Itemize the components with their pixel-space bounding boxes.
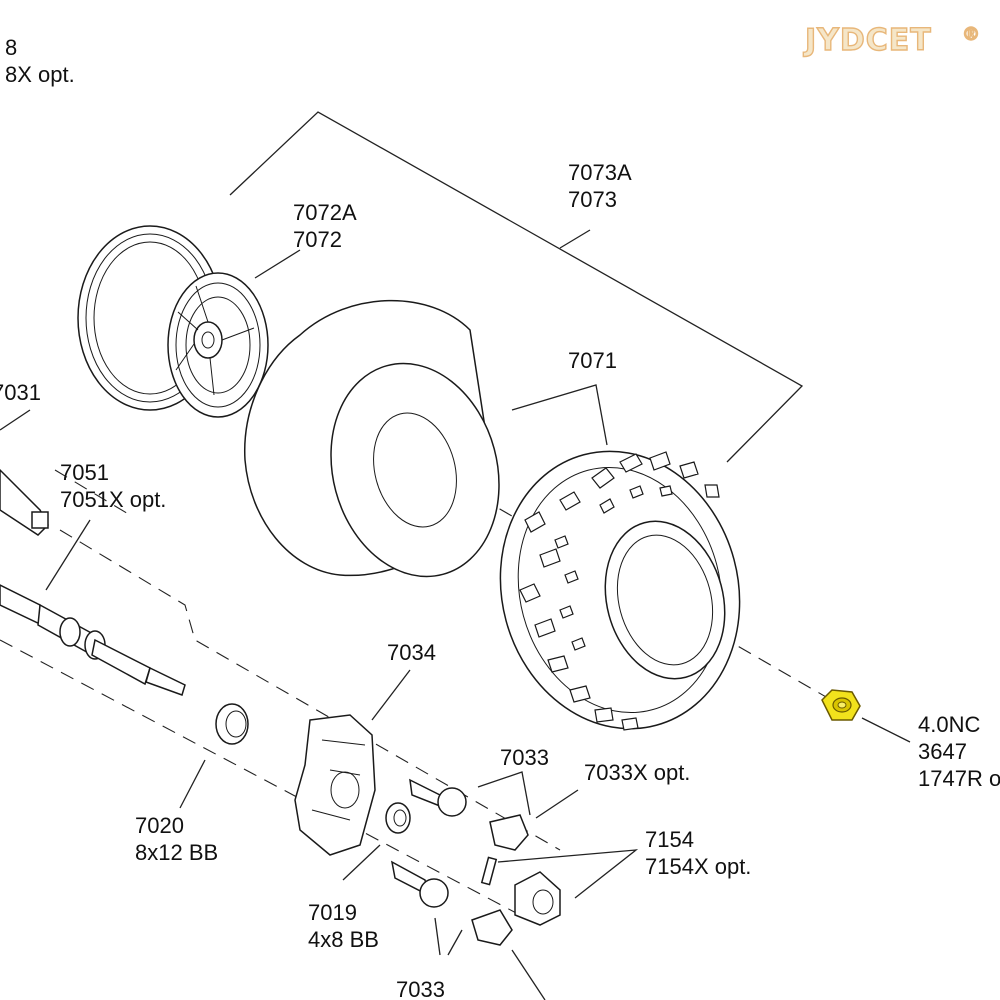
part-labels: 8 8X opt. 7073A 7073 7072A 7072 7071 703… bbox=[0, 35, 1000, 1000]
label-pivot-2: 7033X opt. bbox=[584, 760, 690, 785]
tire bbox=[499, 450, 741, 731]
hex-hub bbox=[514, 871, 561, 926]
foam-insert bbox=[244, 299, 500, 578]
label-nut-2: 3647 bbox=[918, 739, 967, 764]
wheel-rim bbox=[77, 225, 269, 418]
tire-tread bbox=[519, 451, 720, 731]
label-pivot-1: 7033 bbox=[500, 745, 549, 770]
label-tire-assembly-1: 7073A bbox=[568, 160, 632, 185]
logo-registered-mark: ® bbox=[962, 24, 981, 45]
label-bearing-small-2: 4x8 BB bbox=[308, 927, 379, 952]
label-nut-1: 4.0NC bbox=[918, 712, 980, 737]
driveshaft bbox=[0, 584, 186, 696]
label-bearing-left-2: 8x12 BB bbox=[135, 840, 218, 865]
hex-nut bbox=[821, 689, 861, 721]
suspension-arm bbox=[0, 468, 49, 536]
brand-logo: JYDCET ® bbox=[802, 22, 981, 58]
label-driveshaft-1: 7051 bbox=[60, 460, 109, 485]
label-carrier: 7034 bbox=[387, 640, 436, 665]
bearing-4x8 bbox=[385, 802, 411, 834]
leader-lines bbox=[0, 111, 911, 1000]
pivot-ball-upper bbox=[409, 778, 529, 851]
label-bearing-small-1: 7019 bbox=[308, 900, 357, 925]
label-wheel-2: 7072 bbox=[293, 227, 342, 252]
label-tire-assembly-2: 7073 bbox=[568, 187, 617, 212]
axle-pin bbox=[480, 856, 498, 886]
label-pin-1: 7154 bbox=[645, 827, 694, 852]
label-bearing-left-1: 7020 bbox=[135, 813, 184, 838]
label-left-part: 7031 bbox=[0, 380, 41, 405]
logo-text: JYDCET bbox=[803, 23, 932, 58]
label-driveshaft-2: 7051X opt. bbox=[60, 487, 166, 512]
label-wheel-1: 7072A bbox=[293, 200, 357, 225]
bearing-8x12 bbox=[215, 703, 249, 745]
label-top-left-1: 8 bbox=[5, 35, 17, 60]
pivot-ball-lower bbox=[390, 860, 513, 946]
label-pivot-bottom: 7033 bbox=[396, 977, 445, 1000]
stub-axle-carrier bbox=[294, 714, 376, 856]
label-pin-2: 7154X opt. bbox=[645, 854, 751, 879]
label-top-left-2: 8X opt. bbox=[5, 62, 75, 87]
label-nut-3: 1747R o bbox=[918, 766, 1000, 791]
label-tire: 7071 bbox=[568, 348, 617, 373]
